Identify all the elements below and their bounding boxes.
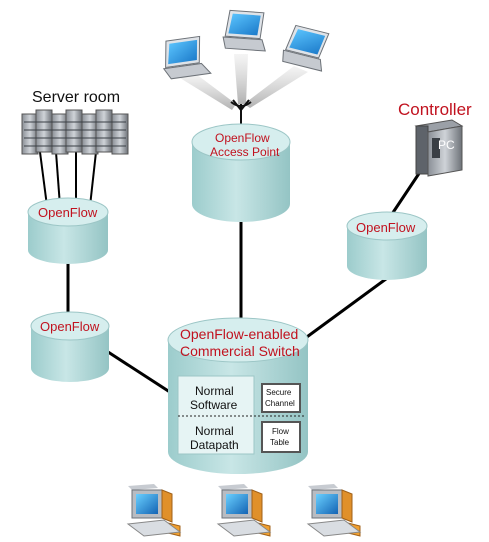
secure-channel-label-line1: Secure: [266, 388, 292, 397]
access-point-label-line1: OpenFlow: [215, 131, 270, 145]
normal-datapath-label-line2: Datapath: [190, 438, 239, 452]
desktop-computer-icon: [306, 484, 362, 537]
normal-software-label-line2: Software: [190, 398, 238, 412]
wireless-rays: [180, 54, 308, 110]
openflow-right-label: OpenFlow: [356, 220, 416, 235]
flow-table-box: [261, 421, 301, 453]
cylinder-openflow-top-left: [27, 197, 109, 264]
link-midleft-switch: [104, 348, 177, 398]
flow-table-label-line1: Flow: [272, 427, 289, 436]
laptop-icon: [222, 9, 266, 52]
pc-label: PC: [438, 138, 455, 152]
openflow-top-left-label: OpenFlow: [38, 205, 98, 220]
desktop-computer-icon: [126, 484, 182, 537]
cylinder-access-point: [191, 123, 291, 222]
desktop-computer-icon: [216, 484, 272, 537]
secure-channel-label-line2: Channel: [265, 399, 295, 408]
server-tower-icon: [414, 119, 464, 177]
commercial-switch-label-line1: OpenFlow-enabled: [180, 326, 299, 342]
secure-channel-box: [261, 383, 301, 413]
controller-label: Controller: [398, 100, 472, 119]
access-point-label-line2: Access Point: [210, 145, 280, 159]
normal-software-label-line1: Normal: [195, 384, 234, 398]
server-cables: [39, 151, 97, 207]
flow-table-label-line2: Table: [270, 438, 290, 447]
laptop-icon: [282, 24, 330, 72]
laptop-icon: [162, 35, 212, 80]
cylinder-openflow-right: [346, 211, 428, 280]
cylinder-openflow-mid-left: [30, 311, 110, 382]
normal-datapath-label-line1: Normal: [195, 424, 234, 438]
link-right-switch: [299, 274, 391, 344]
switch-internals: [177, 375, 304, 455]
openflow-mid-left-label: OpenFlow: [40, 319, 100, 334]
commercial-switch-label-line2: Commercial Switch: [180, 343, 300, 359]
server-room-label: Server room: [32, 89, 121, 106]
server-rack-icon: [21, 109, 129, 155]
